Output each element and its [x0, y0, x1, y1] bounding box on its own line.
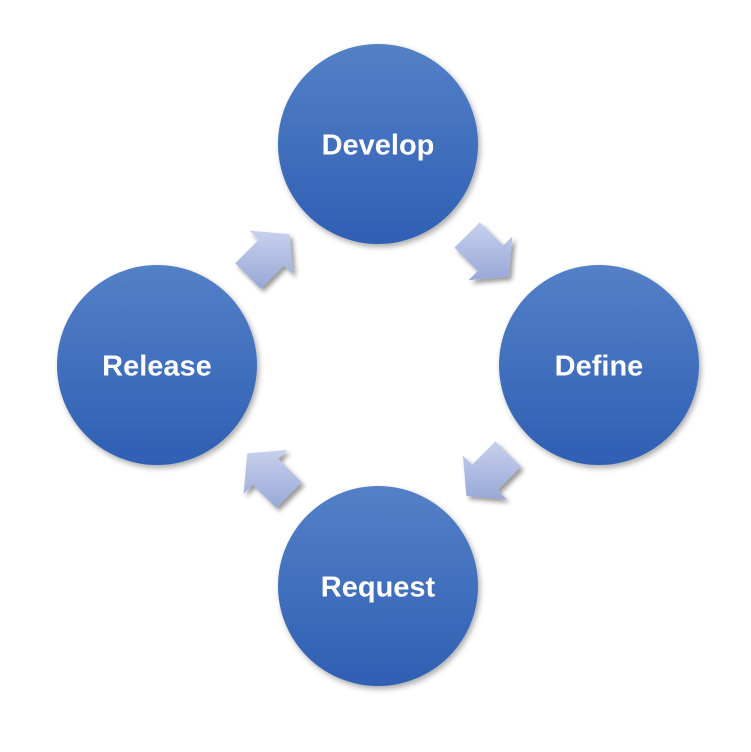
cycle-node-circle: [57, 265, 257, 465]
cycle-node-label: Release: [102, 350, 212, 382]
cycle-node-circle: [278, 44, 478, 244]
cycle-arrow-define-to-request: [462, 441, 521, 500]
cycle-node-define: Define: [499, 265, 699, 465]
cycle-arrow-release-to-develop: [235, 230, 294, 289]
cycle-node-release: Release: [57, 265, 257, 465]
cycle-node-request: Request: [278, 486, 478, 686]
cycle-arrow-develop-to-define: [454, 222, 513, 281]
cycle-node-develop: Develop: [278, 44, 478, 244]
cycle-node-label: Develop: [322, 129, 435, 161]
cycle-arrow-request-to-release: [243, 449, 302, 508]
cycle-node-circle: [278, 486, 478, 686]
cycle-node-label: Define: [555, 350, 644, 382]
cycle-node-label: Request: [321, 571, 436, 603]
cycle-node-circle: [499, 265, 699, 465]
